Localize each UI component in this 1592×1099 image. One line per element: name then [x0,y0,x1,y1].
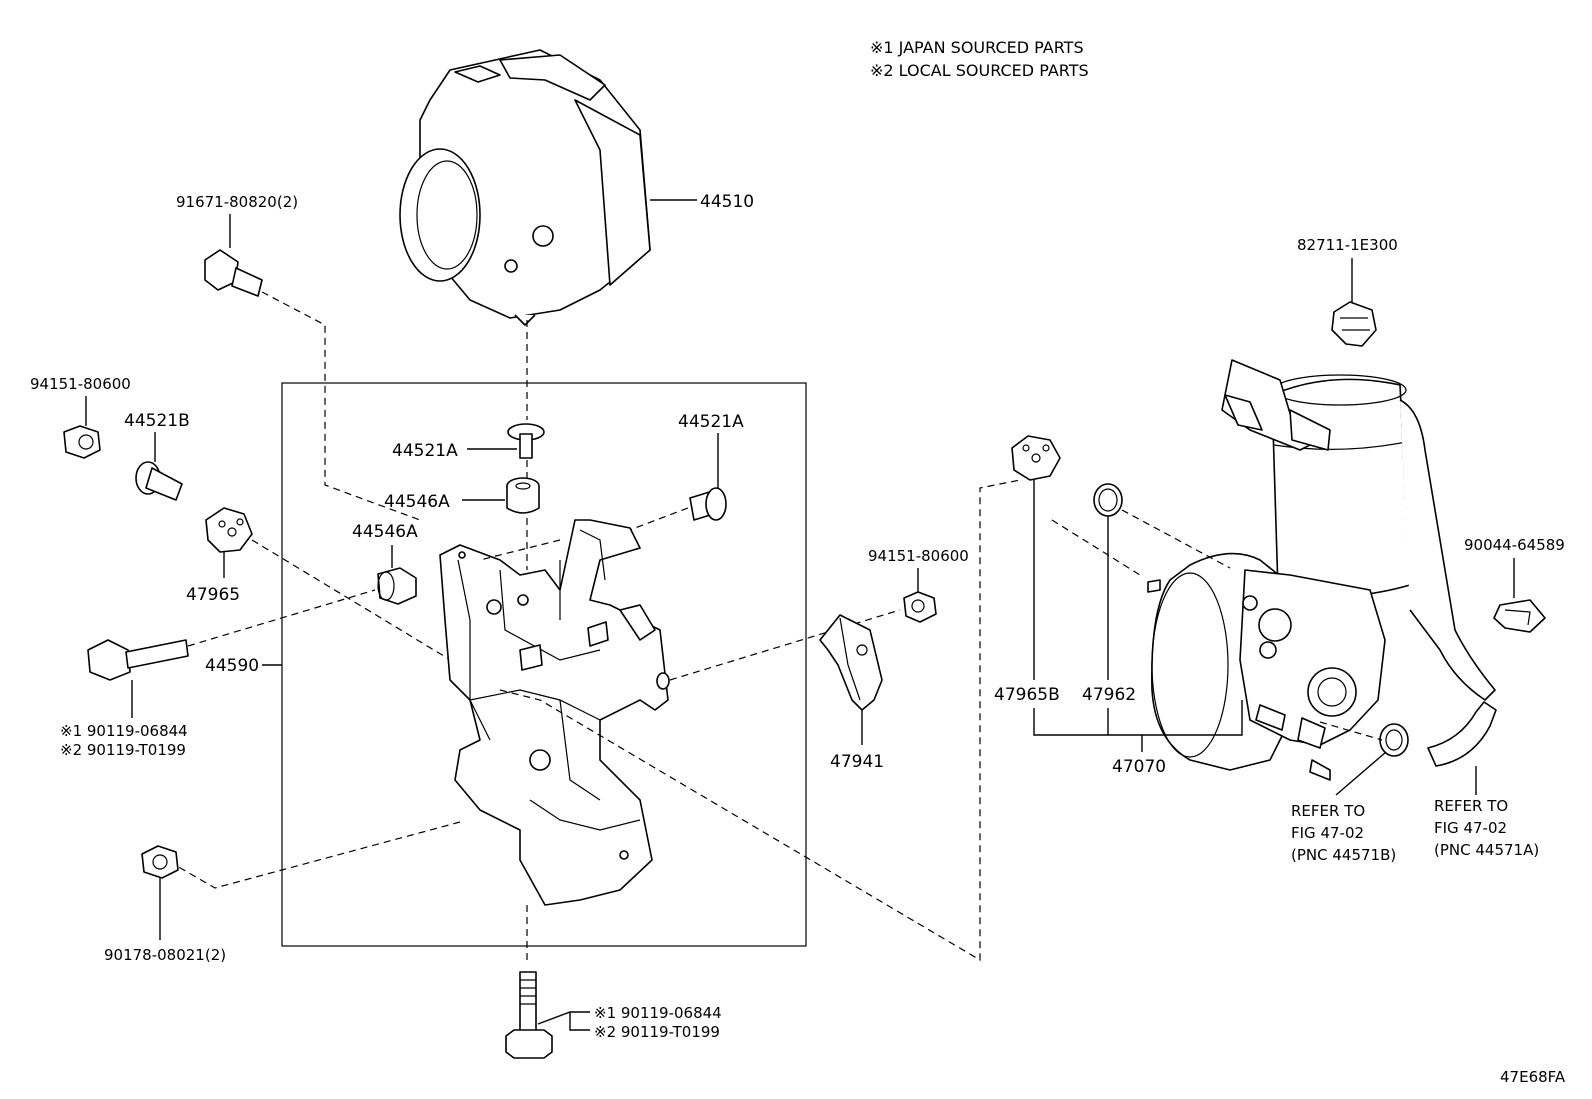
label-47965B: 47965B [994,685,1060,705]
label-bolt-bottom-local: ※2 90119-T0199 [594,1023,720,1041]
bolt-91671-80820[interactable] [204,249,263,297]
label-82711-1E300: 82711-1E300 [1297,236,1398,254]
collar-44521B[interactable] [135,461,183,501]
pump-motor-assembly-47070[interactable] [1147,359,1496,781]
label-bolt-bottom-japan: ※1 90119-06844 [594,1004,722,1022]
o-ring-47962[interactable] [1093,483,1123,517]
clip-82711-1E300[interactable] [1331,301,1377,347]
label-47965: 47965 [186,585,240,605]
clamp-90044-64589[interactable] [1493,599,1546,633]
figure-code: 47E68FA [1500,1068,1566,1086]
label-44546A-center: 44546A [384,492,450,512]
note-japan-sourced: ※1 JAPAN SOURCED PARTS [870,38,1084,57]
label-47962: 47962 [1082,685,1136,705]
label-44590: 44590 [205,656,259,676]
collar-44521A-right[interactable] [689,487,727,521]
label-44521A-right: 44521A [678,412,744,432]
label-90044-64589: 90044-64589 [1464,536,1565,554]
label-refer-b-line2: FIG 47-02 [1291,824,1364,842]
grommet-47965B[interactable] [1011,435,1061,481]
label-47941: 47941 [830,752,884,772]
nut-94151-80600-right[interactable] [903,591,937,623]
label-44521B: 44521B [124,411,190,431]
label-94151-80600-left: 94151-80600 [30,375,131,393]
bracket-47941[interactable] [819,614,883,711]
label-47070: 47070 [1112,757,1166,777]
label-refer-b-line1: REFER TO [1291,802,1365,820]
note-local-sourced: ※2 LOCAL SOURCED PARTS [870,61,1089,80]
label-bolt-left-local: ※2 90119-T0199 [60,741,186,759]
bushing-44546A-center[interactable] [506,477,540,514]
label-91671-80820: 91671-80820(2) [176,193,298,211]
label-refer-a-line1: REFER TO [1434,797,1508,815]
label-94151-80600-right: 94151-80600 [868,547,969,565]
hose-clamp-44571B[interactable] [1379,723,1409,757]
collar-44521A-center[interactable] [507,423,545,459]
label-44546A-left: 44546A [352,522,418,542]
label-refer-a-line2: FIG 47-02 [1434,819,1507,837]
label-bolt-left-japan: ※1 90119-06844 [60,722,188,740]
label-refer-a-line3: (PNC 44571A) [1434,841,1539,859]
nut-90178-08021[interactable] [141,845,179,879]
grommet-47965[interactable] [205,507,253,553]
label-refer-b-line3: (PNC 44571B) [1291,846,1396,864]
bushing-44546A-left[interactable] [377,567,417,605]
label-90178-08021: 90178-08021(2) [104,946,226,964]
nut-94151-80600-left[interactable] [63,425,101,459]
label-44521A-center: 44521A [392,441,458,461]
bolt-90119-bottom[interactable] [505,971,553,1059]
hose-44571A[interactable] [1427,701,1497,767]
label-44510: 44510 [700,192,754,212]
bolt-90119-left[interactable] [87,639,189,681]
actuator-bracket-44590[interactable] [439,519,670,906]
abs-actuator-44510[interactable] [399,49,651,326]
